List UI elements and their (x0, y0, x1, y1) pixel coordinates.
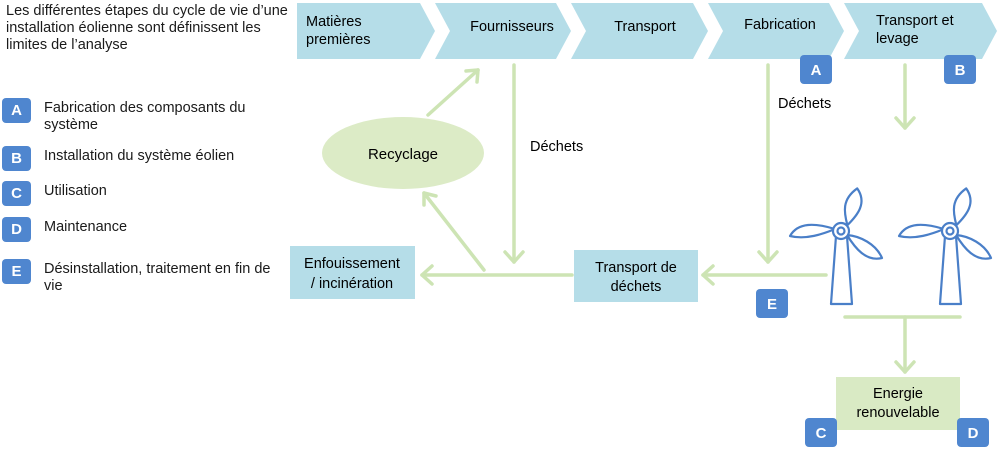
recyclage-label: Recyclage (368, 146, 438, 163)
dechets-label-1: Déchets (530, 139, 583, 155)
arrow-recyclage-to-fournisseurs (426, 68, 480, 117)
badge-c (805, 418, 837, 447)
chevron-transport-label: Transport (614, 19, 676, 35)
badge-e (756, 289, 788, 318)
wind-turbine-left-icon (788, 187, 884, 306)
legend-badge-c: C (2, 181, 31, 206)
legend-item-e: E Désinstallation, traitement en fin de … (2, 259, 289, 295)
legend-badge-d: D (2, 217, 31, 242)
chevron-fournisseurs (435, 3, 571, 59)
chevron-transport-levage-line1: Transport et (876, 13, 954, 29)
badge-b-label: B (955, 62, 966, 79)
legend-label-b: Installation du système éolien (44, 148, 235, 164)
chevron-transport-levage (844, 3, 997, 59)
legend-item-d: D Maintenance (2, 217, 294, 242)
wind-turbine-right-icon (897, 187, 993, 306)
flow-arrows (420, 63, 962, 374)
chevron-matieres-premieres (297, 3, 435, 59)
dechets-label-2: Déchets (778, 96, 831, 112)
energie-box (836, 377, 960, 430)
legend-badge-b: B (2, 146, 31, 171)
enfouissement-line1: Enfouissement (304, 256, 400, 272)
chevron-transport (571, 3, 708, 59)
energie-line2: renouvelable (856, 405, 939, 421)
badge-a-label: A (811, 62, 822, 79)
chevron-fournisseurs-label: Fournisseurs (470, 19, 554, 35)
legend-badge-e: E (2, 259, 31, 284)
energie-line1: Energie (873, 386, 923, 402)
legend-label-d: Maintenance (44, 219, 128, 235)
transport-dechets-box (574, 250, 698, 302)
transport-dechets-line2: déchets (611, 279, 662, 295)
chevron-transport-levage-line2: levage (876, 31, 919, 47)
legend-badge-a: A (2, 98, 31, 123)
badge-e-label: E (767, 296, 777, 313)
chevron-matieres-line1: Matières (306, 14, 362, 30)
chevron-matieres-line2: premières (306, 32, 370, 48)
badge-d (957, 418, 989, 447)
legend-item-b: B Installation du système éolien (2, 146, 294, 171)
enfouissement-box (290, 246, 415, 299)
chevron-fabrication-label: Fabrication (744, 17, 816, 33)
enfouissement-line2: / incinération (311, 276, 393, 292)
badge-b (944, 55, 976, 84)
recyclage-ellipse (322, 117, 484, 189)
legend-item-a: A Fabrication des composants du système (2, 98, 294, 134)
intro-text: Les différentes étapes du cycle de vie d… (6, 3, 288, 53)
legend-label-c: Utilisation (44, 183, 107, 199)
badge-d-label: D (968, 425, 979, 442)
chevron-fabrication (708, 3, 844, 59)
arrow-to-recyclage (422, 191, 486, 272)
badge-c-label: C (816, 425, 827, 442)
badge-a (800, 55, 832, 84)
legend-label-a: Fabrication des composants du système (44, 100, 246, 133)
transport-dechets-line1: Transport de (595, 260, 677, 276)
legend-item-c: C Utilisation (2, 181, 294, 206)
legend-label-e: Désinstallation, traitement en fin de vi… (44, 261, 271, 294)
